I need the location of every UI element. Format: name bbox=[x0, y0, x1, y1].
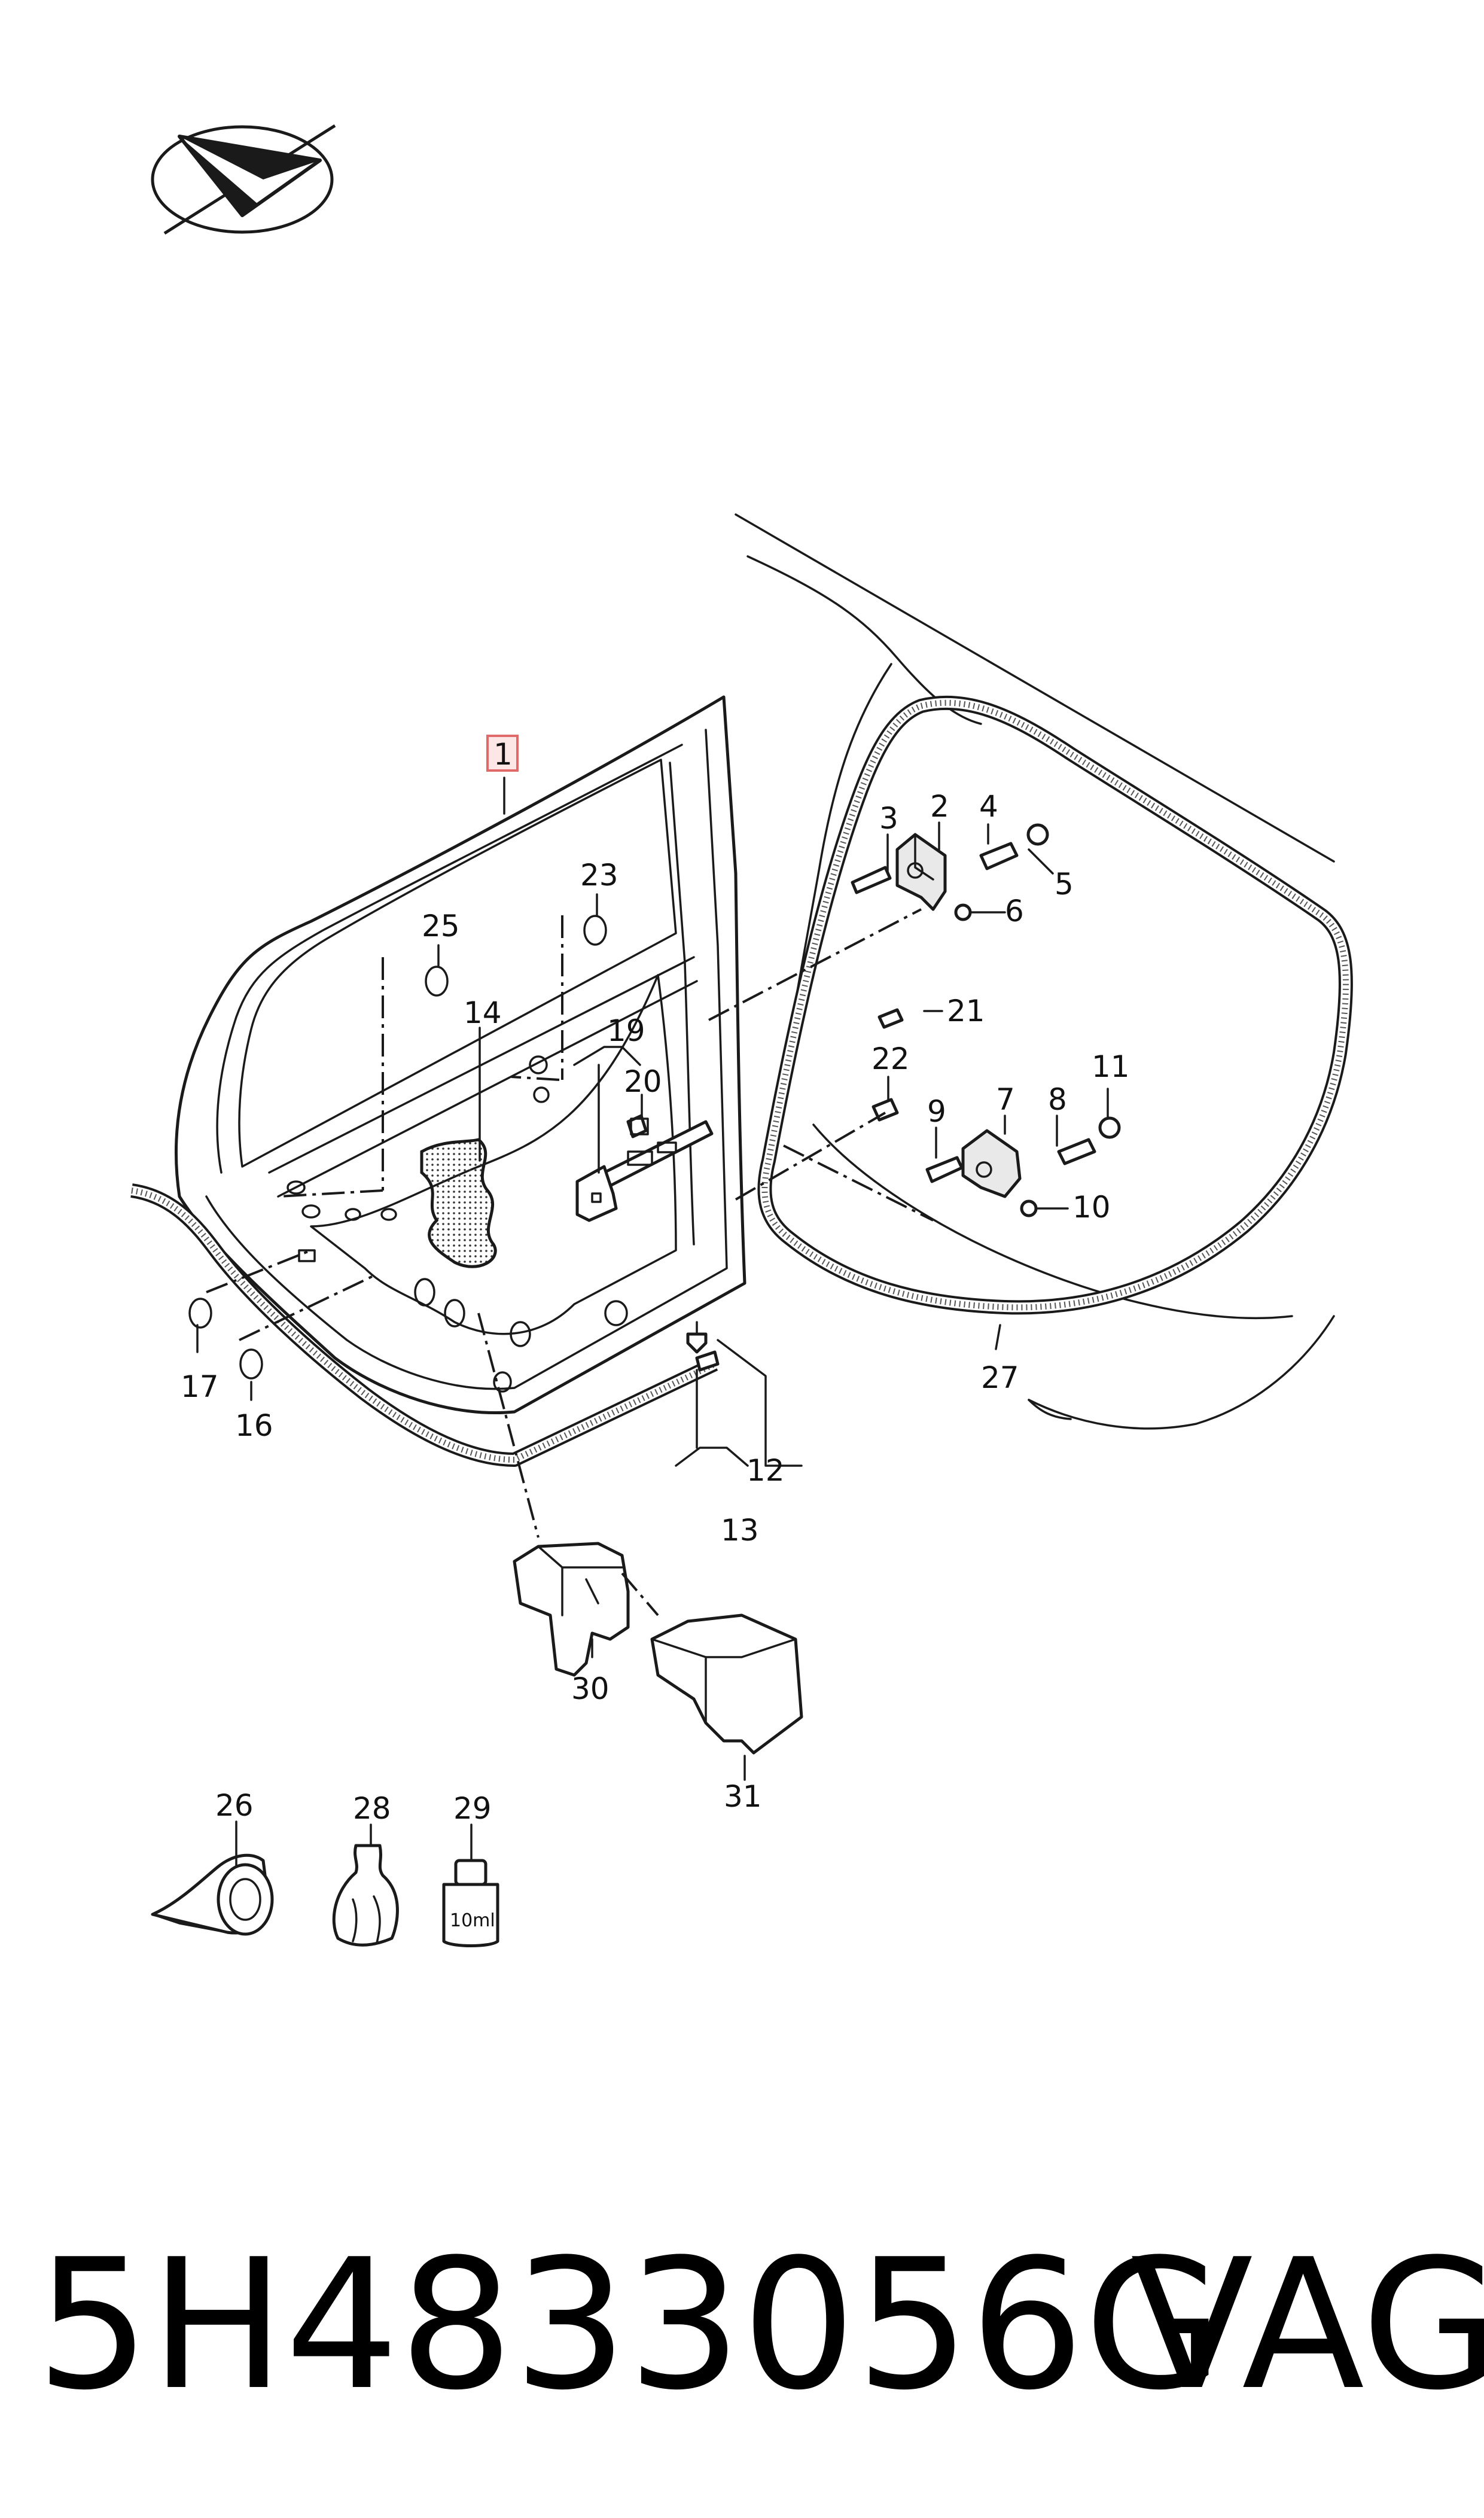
callout-25: 25 bbox=[422, 909, 460, 943]
lock-housing-part bbox=[650, 1613, 803, 1755]
sealant-bag-icon bbox=[332, 1844, 399, 1947]
paper-plane-logo-icon bbox=[151, 124, 336, 235]
lock-cover-part bbox=[513, 1542, 630, 1677]
callout-3: 3 bbox=[879, 801, 898, 836]
callout-16: 16 bbox=[235, 1408, 273, 1443]
bottle-label: 10ml bbox=[450, 1910, 495, 1931]
door-opening-seal bbox=[757, 695, 1353, 1315]
callout-9: 9 bbox=[927, 1094, 946, 1129]
trim-clip bbox=[686, 1321, 720, 1372]
callout-13: 13 bbox=[721, 1513, 759, 1548]
callout-27: 27 bbox=[981, 1360, 1019, 1395]
grommets bbox=[188, 915, 649, 1380]
callout-20: 20 bbox=[624, 1064, 662, 1099]
callout-7: 7 bbox=[996, 1082, 1015, 1117]
door-check-strap bbox=[575, 1114, 714, 1222]
callout-1-box bbox=[486, 735, 519, 772]
callout-31: 31 bbox=[724, 1779, 762, 1814]
callout-2: 2 bbox=[930, 789, 949, 824]
callout-21: 21 bbox=[947, 994, 985, 1028]
part-number: 5H4833056G bbox=[36, 2221, 1223, 2429]
tape-roll-icon bbox=[151, 1853, 274, 1936]
callout-1: 1 bbox=[493, 737, 513, 772]
callout-6: 6 bbox=[1005, 894, 1024, 928]
callout-12: 12 bbox=[746, 1453, 785, 1488]
callout-10: 10 bbox=[1072, 1190, 1111, 1225]
door-bottom-seal bbox=[130, 1183, 718, 1467]
insulation-pad bbox=[420, 1138, 497, 1268]
car-body-outline bbox=[735, 513, 1335, 1430]
bottle-icon bbox=[442, 1859, 499, 1947]
callout-11: 11 bbox=[1092, 1049, 1130, 1084]
callout-26: 26 bbox=[215, 1788, 254, 1823]
callout-17: 17 bbox=[181, 1369, 219, 1404]
callout-14: 14 bbox=[464, 995, 502, 1030]
callout-22: 22 bbox=[871, 1042, 910, 1076]
callout-8: 8 bbox=[1048, 1082, 1067, 1117]
callout-29: 29 bbox=[453, 1791, 492, 1826]
upper-hinge bbox=[851, 823, 1049, 921]
lower-hinge bbox=[871, 1008, 1121, 1217]
callout-5: 5 bbox=[1055, 867, 1074, 902]
brand: VAG bbox=[1130, 2221, 1484, 2429]
callout-labels: 1 2 3 4 5 6 7 8 9 10 11 12 13 14 16 17 1… bbox=[181, 737, 1130, 1931]
callout-28: 28 bbox=[353, 1791, 391, 1826]
callout-19: 19 bbox=[607, 1013, 645, 1048]
callout-4: 4 bbox=[979, 789, 998, 824]
callout-30: 30 bbox=[571, 1671, 610, 1706]
leader-lines bbox=[196, 777, 1109, 1868]
callout-23: 23 bbox=[580, 858, 618, 893]
